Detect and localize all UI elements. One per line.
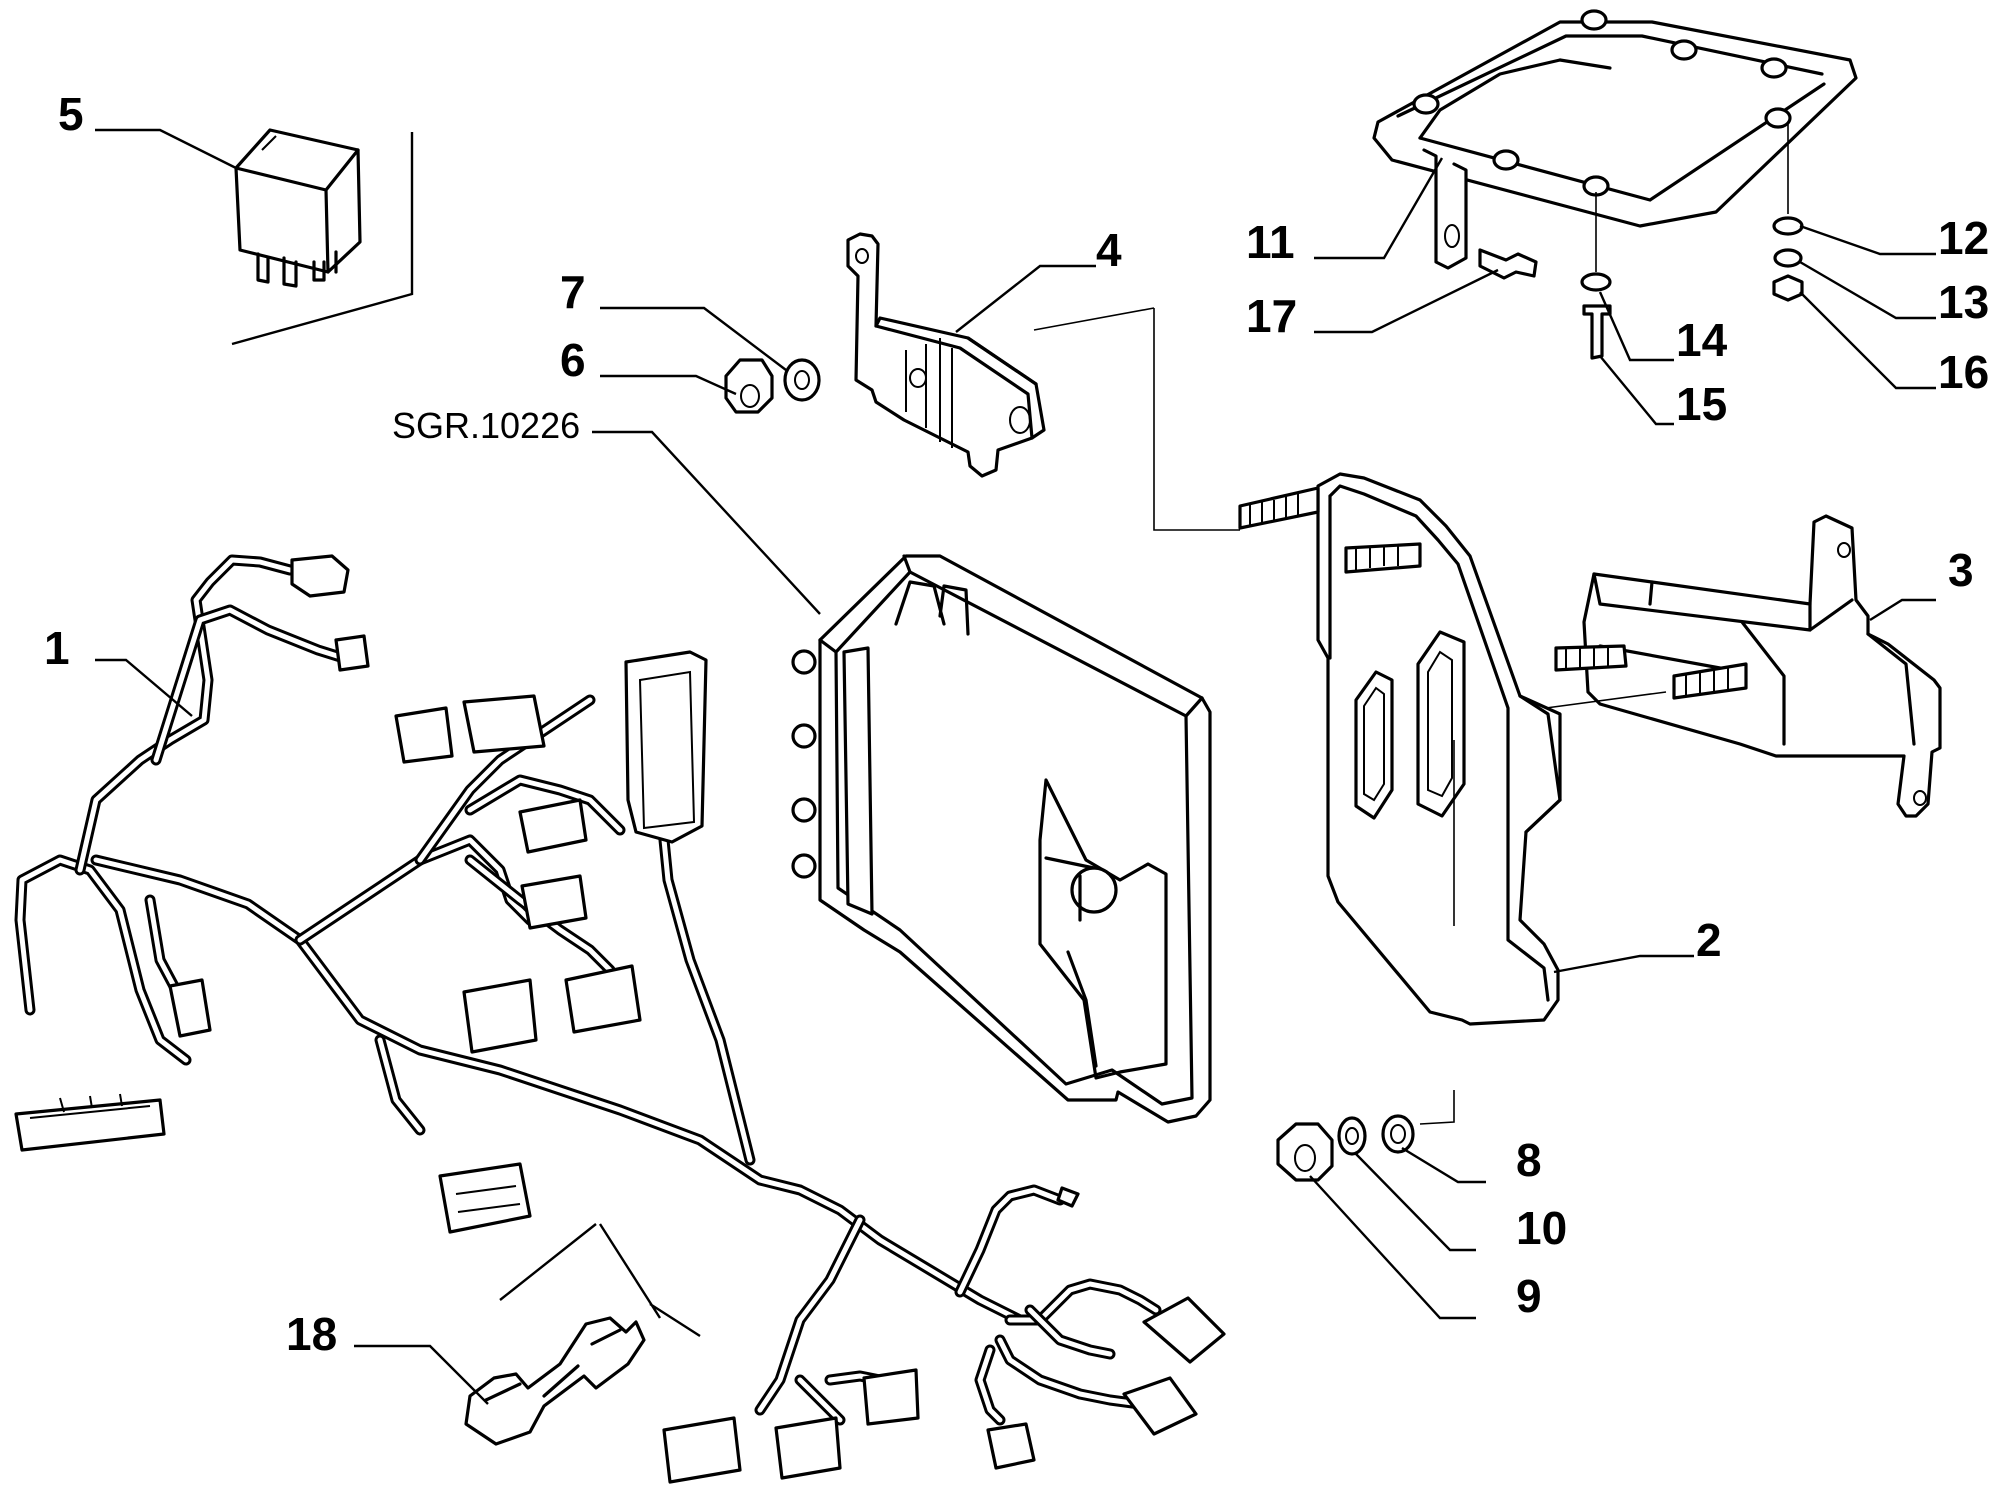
fasteners-8-9-10 bbox=[1276, 1114, 1415, 1182]
callout-3: 3 bbox=[1948, 544, 1974, 596]
mounting-plate-part-11 bbox=[1372, 9, 1858, 360]
relay-part-5 bbox=[231, 128, 414, 346]
plate-studs-threaded bbox=[1238, 486, 1422, 574]
clip-part-18 bbox=[464, 1316, 646, 1446]
bracket-part-3 bbox=[1545, 514, 1942, 818]
callout-11: 11 bbox=[1246, 216, 1295, 268]
callout-2: 2 bbox=[1696, 914, 1722, 966]
callout-4: 4 bbox=[1096, 224, 1122, 276]
callout-1: 1 bbox=[44, 622, 70, 674]
callout-7: 7 bbox=[560, 266, 586, 318]
callout-14: 14 bbox=[1676, 314, 1728, 366]
bracket-part-4 bbox=[846, 232, 1046, 478]
callout-8: 8 bbox=[1516, 1134, 1542, 1186]
callout-9: 9 bbox=[1516, 1270, 1542, 1322]
harness-wires bbox=[14, 554, 1162, 1426]
nut-part-6 bbox=[724, 358, 821, 414]
callout-5: 5 bbox=[58, 88, 84, 140]
ecu-mount-studs bbox=[791, 649, 817, 879]
callout-15: 15 bbox=[1676, 378, 1727, 430]
callout-13: 13 bbox=[1938, 276, 1989, 328]
callout-16: 16 bbox=[1938, 346, 1989, 398]
wiring-harness-part-1 bbox=[14, 554, 1226, 1484]
leader-lines bbox=[95, 128, 1936, 1405]
callout-10: 10 bbox=[1516, 1202, 1567, 1254]
callout-17: 17 bbox=[1246, 290, 1297, 342]
callout-labels: 5 1 SGR.10226 7 6 4 11 17 12 13 16 14 15… bbox=[44, 88, 1989, 1360]
harness-connectors bbox=[14, 554, 1226, 1484]
ref-code-label: SGR.10226 bbox=[392, 405, 580, 446]
ecu-control-unit bbox=[791, 554, 1212, 1124]
callout-12: 12 bbox=[1938, 212, 1989, 264]
callout-18: 18 bbox=[286, 1308, 337, 1360]
plate-studs bbox=[1412, 9, 1792, 197]
plate-part-2 bbox=[1238, 472, 1562, 1125]
callout-6: 6 bbox=[560, 334, 586, 386]
